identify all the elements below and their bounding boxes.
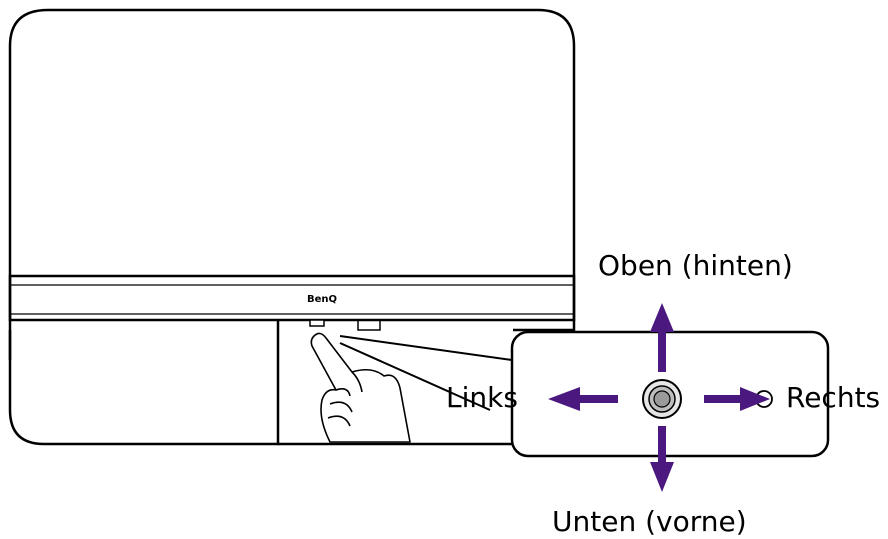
- arrow-up-icon: [650, 303, 674, 372]
- joystick-icon: [642, 379, 682, 419]
- label-left: Links: [446, 381, 518, 414]
- hand-pointer-icon: [310, 332, 411, 443]
- brand-logo: BenQ: [307, 294, 337, 305]
- monitor-outline: [8, 8, 576, 360]
- label-right: Rechts: [786, 381, 881, 414]
- joystick-nub-on-monitor: [309, 319, 325, 327]
- arrow-left-icon: [548, 387, 618, 411]
- label-up: Oben (hinten): [598, 249, 793, 282]
- label-down: Unten (vorne): [552, 505, 747, 538]
- arrow-down-icon: [650, 426, 674, 492]
- arrow-right-icon: [704, 387, 770, 411]
- monitor-bezel: [8, 274, 576, 322]
- monitor-lower-left: [8, 320, 280, 446]
